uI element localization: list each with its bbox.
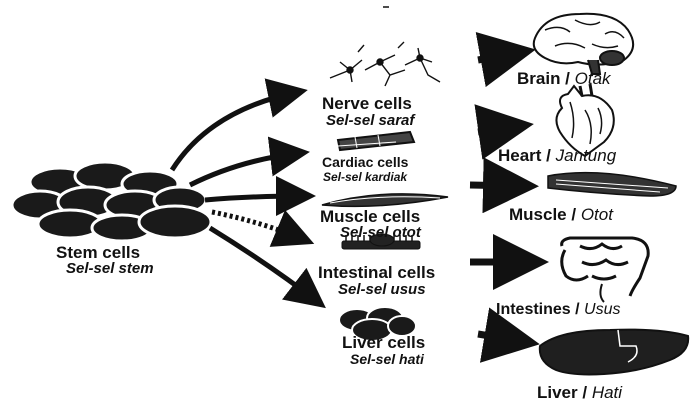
arrow-to-liver-organ	[478, 334, 526, 342]
brain-label-ms: Otak	[575, 69, 611, 88]
brain-image	[534, 14, 633, 74]
arrow-to-muscle	[205, 196, 306, 200]
arrow-to-liver	[210, 228, 318, 302]
cardiac-cells-label: Cardiac cells	[322, 155, 408, 169]
arrow-to-muscle-organ	[470, 185, 525, 186]
liver-label-en: Liver /	[537, 383, 587, 402]
liver-label: Liver / Hati	[537, 384, 622, 401]
heart-label: Heart / Jantung	[498, 147, 616, 164]
muscle-organ-image	[548, 173, 676, 196]
intestines-label-ms: Usus	[584, 301, 620, 318]
liver-organ-image	[540, 330, 688, 375]
intestines-image	[562, 238, 649, 302]
liver-cells-label-ms: Sel-sel hati	[350, 352, 424, 366]
arrow-to-heart	[478, 126, 520, 132]
stem-cells-label-ms: Sel-sel stem	[66, 261, 154, 276]
stem-cells-label: Stem cells	[56, 244, 140, 261]
liver-cells-label: Liver cells	[342, 334, 425, 351]
muscle-cells-label: Muscle cells	[320, 208, 420, 225]
nerve-cells-label: Nerve cells	[322, 95, 412, 112]
muscle-label-ms: Otot	[581, 205, 613, 224]
intestines-label: Intestines / Usus	[496, 302, 620, 318]
intestinal-cells-label-ms: Sel-sel usus	[338, 282, 426, 297]
heart-label-en: Heart /	[498, 146, 551, 165]
intestines-label-en: Intestines /	[496, 301, 580, 318]
liver-label-ms: Hati	[592, 383, 622, 402]
muscle-cells-label-ms: Sel-sel otot	[340, 225, 421, 240]
brain-label-en: Brain /	[517, 69, 570, 88]
heart-label-ms: Jantung	[556, 146, 617, 165]
muscle-cells-image	[322, 194, 448, 207]
muscle-label-en: Muscle /	[509, 205, 576, 224]
muscle-label: Muscle / Otot	[509, 206, 613, 223]
nerve-cells-image	[330, 42, 440, 86]
stem-cell-cluster-image	[12, 162, 211, 241]
cardiac-cells-label-ms: Sel-sel kardiak	[323, 171, 407, 183]
cardiac-cells-image	[338, 132, 414, 150]
intestinal-cells-label: Intestinal cells	[318, 264, 435, 281]
organ-arrows	[470, 52, 535, 342]
brain-label: Brain / Otak	[517, 70, 611, 87]
arrow-to-cardiac	[190, 153, 300, 185]
nerve-cells-label-ms: Sel-sel saraf	[326, 113, 414, 128]
arrow-to-brain	[478, 52, 522, 60]
